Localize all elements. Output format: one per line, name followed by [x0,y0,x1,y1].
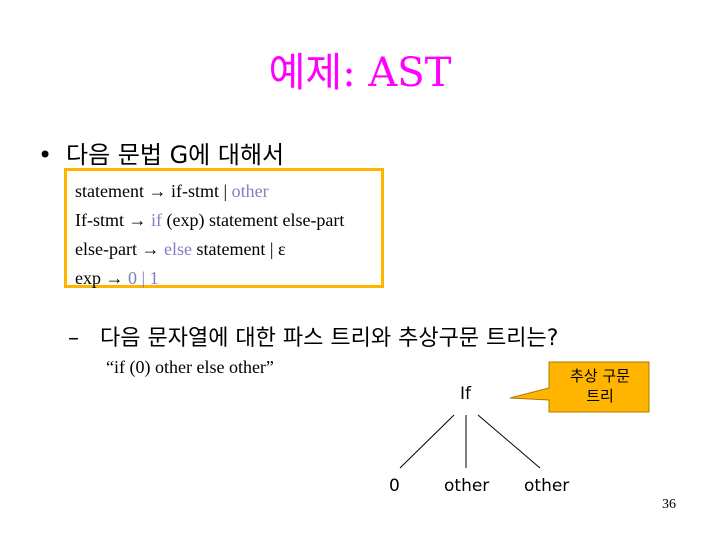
keyword-digits: 0 | 1 [128,268,159,288]
sub-bullet-text: 다음 문자열에 대한 파스 트리와 추상구문 트리는? [100,326,559,351]
rule-text: (exp) statement else-part [166,210,345,230]
keyword-if: if [151,210,162,230]
grammar-box: statement → if-stmt | other If-stmt → if… [64,168,384,288]
keyword-else: else [163,239,192,259]
slide-title: 예제: AST [268,50,452,96]
sub-bullet-marker: – [68,326,79,351]
tree-edge-right [477,414,541,469]
bullet-marker: • [38,141,53,169]
tree-node-other-1: other [444,476,490,496]
grammar-rule-exp: exp → 0 | 1 [75,264,381,293]
tree-node-other-2: other [524,476,570,496]
callout-label: 추상 구문 트리 [558,366,642,406]
grammar-rule-statement: statement → if-stmt | other [75,177,381,206]
bullet-item: • 다음 문법 G에 대해서 [38,135,284,170]
grammar-rule-if-stmt: If-stmt → if (exp) statement else-part [75,206,381,235]
rule-text: else-part → [75,239,160,259]
callout-line-1: 추상 구문 [570,367,630,385]
input-string: “if (0) other else other” [106,357,274,377]
rule-text: If-stmt → [75,210,147,230]
rule-text: statement → if-stmt | [75,181,228,201]
keyword-other: other [231,181,269,201]
rule-text: exp → [75,268,124,288]
page-number: 36 [662,497,676,512]
rule-text: statement | ε [196,239,286,259]
tree-node-zero: 0 [389,476,400,496]
grammar-rule-else-part: else-part → else statement | ε [75,235,381,264]
tree-root-if: If [460,384,471,404]
bullet-text: 다음 문법 G에 대해서 [66,141,285,169]
sub-bullet-item: –다음 문자열에 대한 파스 트리와 추상구문 트리는? [68,320,558,352]
callout-shape [509,361,650,413]
tree-edge-left [399,414,455,469]
callout-line-2: 트리 [586,387,614,405]
